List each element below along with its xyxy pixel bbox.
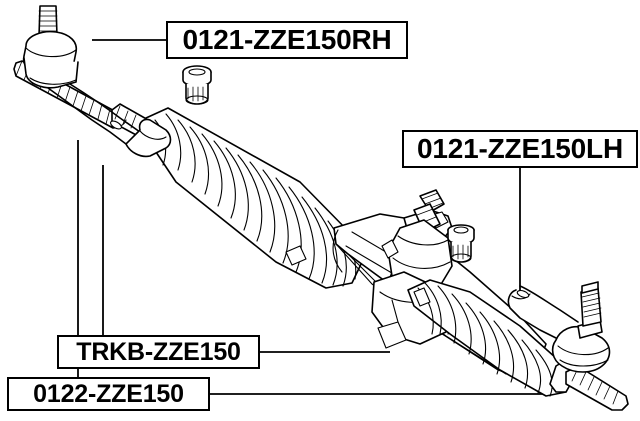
tie-rod-end-left bbox=[507, 281, 611, 373]
part-label-tie-rod-end-right[interactable]: 0121-ZZE150RH bbox=[166, 21, 408, 59]
steering-boot-left bbox=[145, 107, 363, 289]
part-label-text: 0122-ZZE150 bbox=[33, 379, 184, 408]
steering-boot-right bbox=[407, 279, 573, 397]
part-label-text: TRKB-ZZE150 bbox=[76, 337, 241, 366]
rack-bushing-lower bbox=[447, 224, 475, 263]
part-label-rack-end[interactable]: 0122-ZZE150 bbox=[7, 377, 210, 411]
part-label-text: 0121-ZZE150LH bbox=[417, 133, 623, 164]
tie-rod-end-right bbox=[22, 5, 172, 158]
part-label-text: 0121-ZZE150RH bbox=[182, 24, 392, 55]
part-label-tie-rod-end-left[interactable]: 0121-ZZE150LH bbox=[402, 130, 638, 168]
part-label-steering-boot[interactable]: TRKB-ZZE150 bbox=[57, 335, 260, 369]
rack-bushing-upper bbox=[182, 65, 212, 105]
